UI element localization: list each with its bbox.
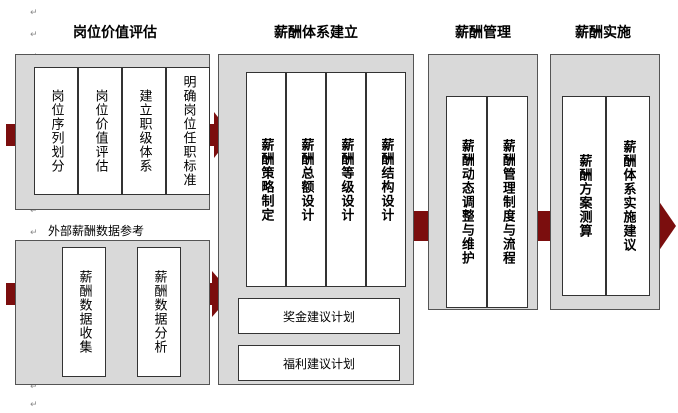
paragraph-mark: ↵ — [30, 382, 38, 392]
paragraph-mark: ↵ — [30, 228, 38, 238]
box-label: 薪酬策略制定 — [258, 137, 274, 222]
box-label: 薪酬体系实施建议 — [620, 140, 636, 252]
box-label: 薪酬数据分析 — [151, 270, 167, 354]
box-label: 薪酬结构设计 — [378, 137, 394, 222]
box-label: 薪酬等级设计 — [338, 137, 354, 222]
box-job-requirements: 明确岗位任职标准 — [166, 67, 210, 195]
box-grade-system: 建立职级体系 — [122, 67, 166, 195]
box-pay-structure: 薪酬结构设计 — [366, 72, 406, 287]
box-pay-grade: 薪酬等级设计 — [326, 72, 366, 287]
header-job-evaluation: 岗位价值评估 — [73, 25, 157, 41]
box-label: 薪酬动态调整与维护 — [459, 139, 474, 265]
box-data-collection: 薪酬数据收集 — [62, 247, 106, 377]
box-label: 薪酬数据收集 — [76, 270, 92, 354]
box-bonus-plan: 奖金建议计划 — [238, 298, 400, 334]
box-pay-total: 薪酬总额设计 — [286, 72, 326, 287]
box-job-sequence: 岗位序列划分 — [34, 67, 78, 195]
box-label: 明确岗位任职标准 — [180, 75, 196, 187]
box-label: 薪酬管理制度与流程 — [500, 139, 515, 265]
paragraph-mark: ↵ — [30, 206, 38, 216]
box-pay-strategy: 薪酬策略制定 — [246, 72, 286, 287]
box-job-value: 岗位价值评估 — [78, 67, 122, 195]
header-pay-implementation: 薪酬实施 — [575, 25, 631, 41]
paragraph-mark: ↵ — [30, 400, 38, 410]
box-data-analysis: 薪酬数据分析 — [137, 247, 181, 377]
box-pay-policy: 薪酬管理制度与流程 — [487, 96, 528, 308]
box-label: 薪酬方案测算 — [576, 154, 592, 238]
box-welfare-plan: 福利建议计划 — [238, 345, 400, 381]
box-implementation-advice: 薪酬体系实施建议 — [606, 96, 650, 296]
box-pay-adjustment: 薪酬动态调整与维护 — [446, 96, 487, 308]
box-plan-calculation: 薪酬方案测算 — [562, 96, 606, 296]
paragraph-mark: ↵ — [30, 8, 38, 18]
box-label: 岗位价值评估 — [92, 89, 108, 173]
box-label: 岗位序列划分 — [48, 89, 64, 173]
header-pay-management: 薪酬管理 — [455, 25, 511, 41]
header-pay-system: 薪酬体系建立 — [274, 25, 358, 41]
box-label: 薪酬总额设计 — [298, 137, 314, 222]
box-label: 建立职级体系 — [136, 89, 152, 173]
paragraph-mark: ↵ — [30, 30, 38, 40]
external-data-label: 外部薪酬数据参考 — [48, 224, 145, 238]
